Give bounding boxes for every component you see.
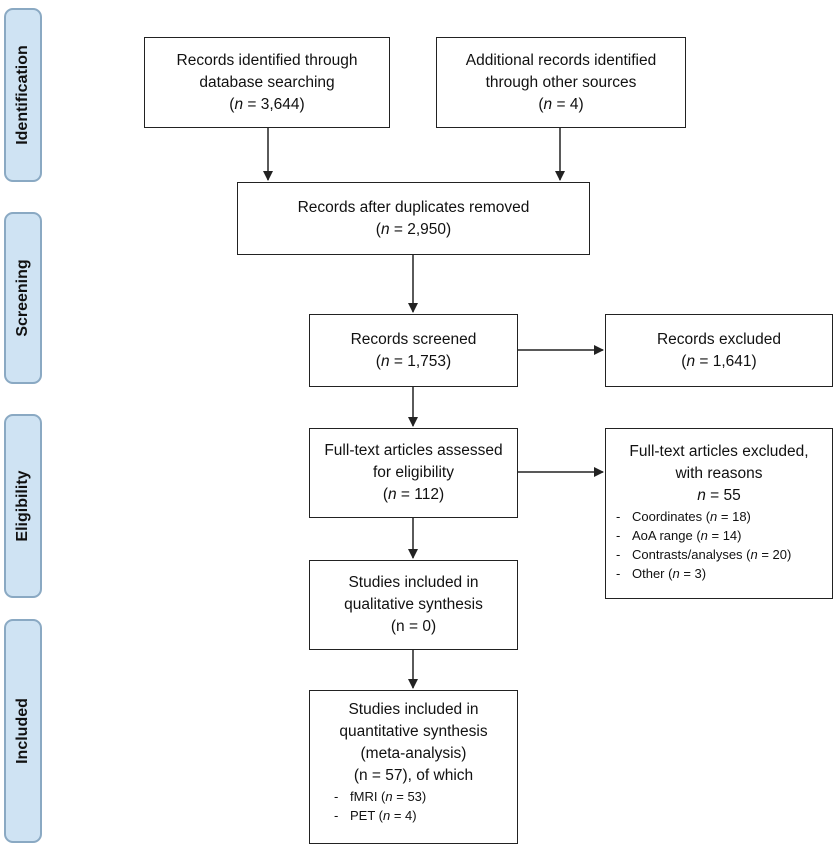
box-qualitative-synthesis: Studies included in qualitative synthesi… <box>309 560 518 650</box>
fulltext-excluded-count: n = 55 <box>697 487 741 504</box>
quantitative-line3: (meta-analysis) <box>360 745 467 762</box>
qualitative-count: (n = 0) <box>390 618 437 635</box>
qualitative-line2: qualitative synthesis <box>344 596 483 613</box>
list-item: -AoA range (n = 14) <box>616 528 742 543</box>
list-item: -PET (n = 4) <box>334 808 417 823</box>
fulltext-assessed-line2: for eligibility <box>373 464 454 481</box>
database-count: (n = 3,644) <box>229 95 305 113</box>
box-fulltext-excluded: Full-text articles excluded, with reason… <box>605 428 833 599</box>
fulltext-assessed-count: (n = 112) <box>382 486 445 503</box>
box-database-records: Records identified through database sear… <box>144 37 390 128</box>
duplicates-count: (n = 2,950) <box>375 220 452 238</box>
excluded-line1: Records excluded <box>656 330 782 348</box>
fulltext-assessed-line1: Full-text articles assessed <box>324 442 503 459</box>
quantitative-items-list: -fMRI (n = 53) -PET (n = 4) <box>316 787 511 825</box>
phase-screening: Screening <box>4 212 42 384</box>
screened-count: (n = 1,753) <box>375 352 452 370</box>
qualitative-line1: Studies included in <box>348 574 479 591</box>
list-item: -fMRI (n = 53) <box>334 789 427 804</box>
quantitative-line1: Studies included in <box>348 701 479 718</box>
screened-line1: Records screened <box>350 330 477 348</box>
fulltext-excluded-line2: with reasons <box>675 465 763 482</box>
other-sources-line2: through other sources <box>485 73 637 91</box>
duplicates-line1: Records after duplicates removed <box>297 198 530 216</box>
exclusion-reasons-list: -Coordinates (n = 18) -AoA range (n = 14… <box>612 507 826 583</box>
fulltext-excluded-line1: Full-text articles excluded, <box>629 443 809 460</box>
list-item: -Coordinates (n = 18) <box>616 509 751 524</box>
database-line1: Records identified through <box>176 51 358 69</box>
database-line2: database searching <box>199 73 335 91</box>
phase-identification: Identification <box>4 8 42 182</box>
box-other-sources: Additional records identified through ot… <box>436 37 686 128</box>
quantitative-line2: quantitative synthesis <box>339 723 488 740</box>
box-records-excluded: Records excluded (n = 1,641) <box>605 314 833 387</box>
box-records-screened: Records screened (n = 1,753) <box>309 314 518 387</box>
phase-eligibility: Eligibility <box>4 414 42 598</box>
quantitative-line4: (n = 57), of which <box>353 767 474 784</box>
box-duplicates-removed: Records after duplicates removed (n = 2,… <box>237 182 590 255</box>
box-quantitative-synthesis: Studies included in quantitative synthes… <box>309 690 518 844</box>
other-sources-line1: Additional records identified <box>465 51 657 69</box>
phase-included: Included <box>4 619 42 843</box>
other-sources-count: (n = 4) <box>538 95 584 113</box>
box-fulltext-assessed: Full-text articles assessed for eligibil… <box>309 428 518 518</box>
excluded-count: (n = 1,641) <box>681 352 757 370</box>
list-item: -Other (n = 3) <box>616 566 707 581</box>
list-item: -Contrasts/analyses (n = 20) <box>616 547 792 562</box>
